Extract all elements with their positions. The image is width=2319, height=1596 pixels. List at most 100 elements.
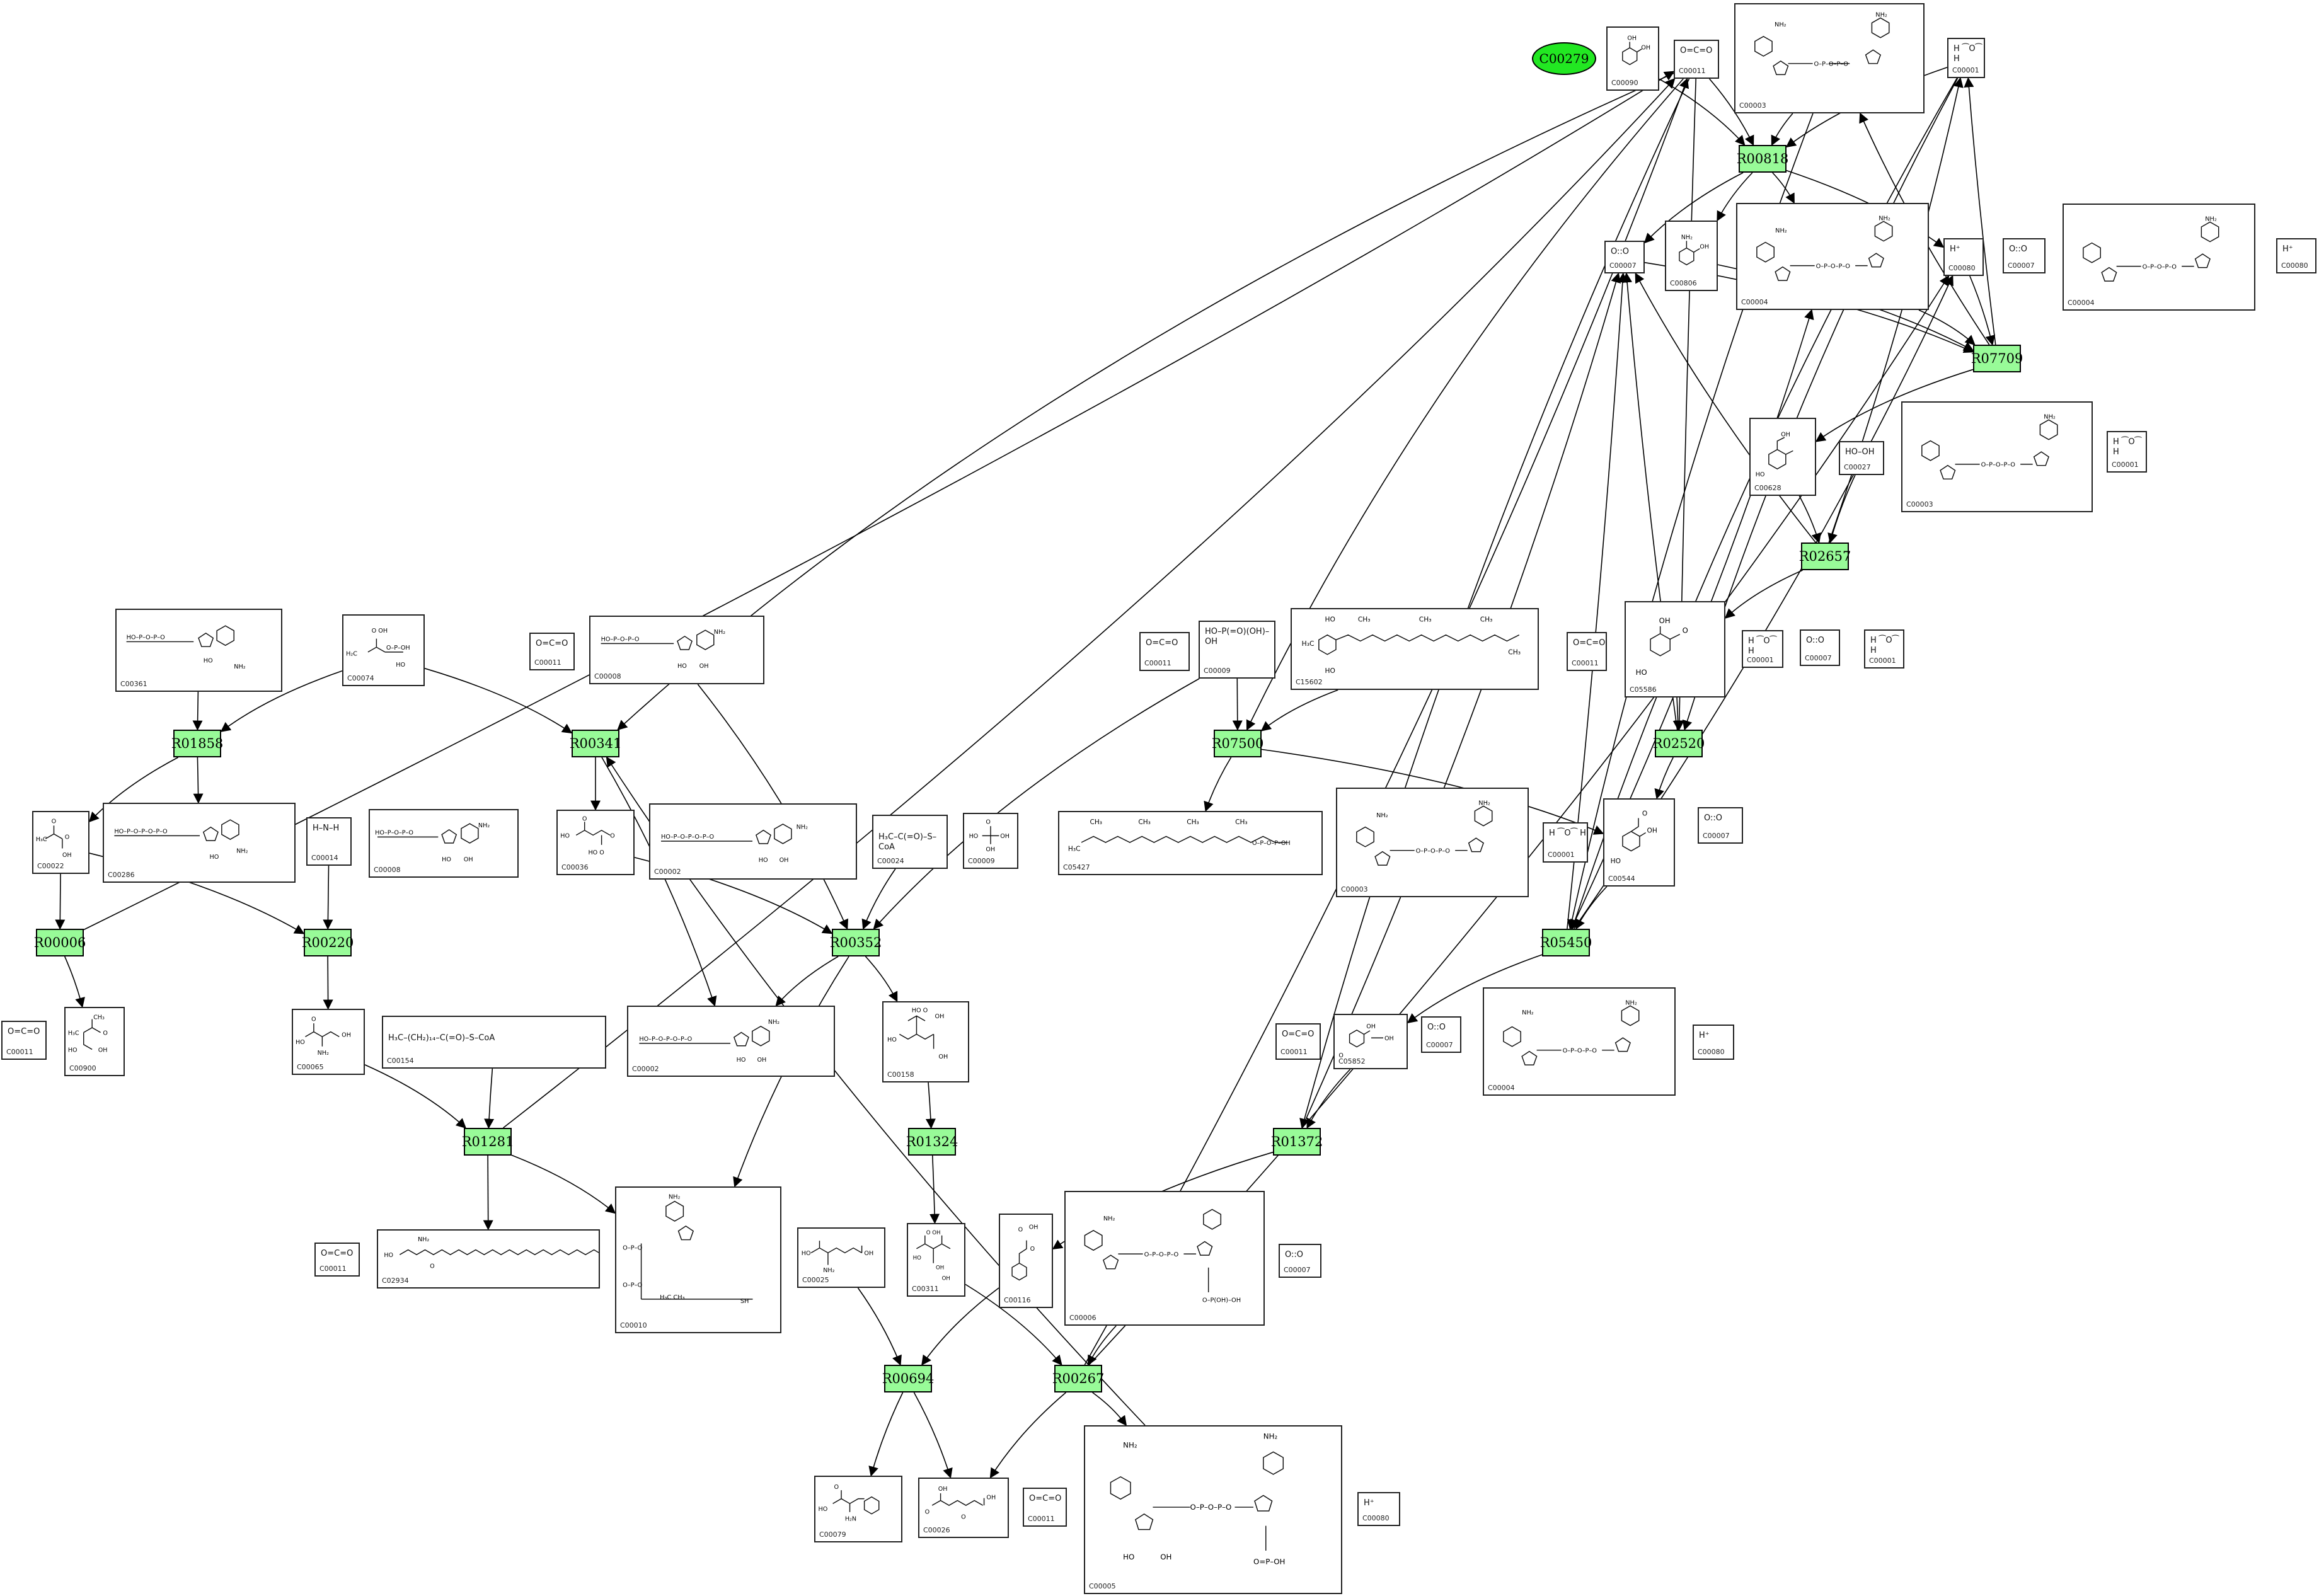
svg-text:O: O <box>986 818 991 825</box>
svg-text:CH₃: CH₃ <box>1480 615 1493 623</box>
compound-c00011-e[interactable]: O=C=O C00011 <box>1023 1488 1067 1527</box>
reaction-label: R01281 <box>461 1134 514 1149</box>
reaction-r00352[interactable]: R00352 <box>830 929 882 956</box>
svg-text:NH₂: NH₂ <box>318 1050 329 1057</box>
target-node[interactable]: C00279 <box>1532 42 1596 75</box>
compound-c00007-b[interactable]: O::O C00007 <box>2003 238 2046 273</box>
reaction-label: R00341 <box>569 736 622 751</box>
compound-c00001-c[interactable]: H ⁀O⁀ H C00001 <box>1742 630 1783 668</box>
svg-text:NH₂: NH₂ <box>714 629 725 636</box>
compound-c00154[interactable]: H₃C–(CH₂)₁₄–C(=O)–S–CoA C00154 <box>382 1016 606 1069</box>
svg-text:O–P–OH: O–P–OH <box>386 645 410 652</box>
compound-c00001[interactable]: H ⁀O⁀ H C00001 <box>1947 38 1985 78</box>
compound-c00011-h[interactable]: O=C=O C00011 <box>529 633 575 670</box>
compound-c00007-e[interactable]: O::O C00007 <box>1421 1016 1461 1053</box>
compound-c00011-g[interactable]: O=C=O C00011 <box>1 1021 47 1060</box>
svg-text:OH: OH <box>938 1486 948 1493</box>
reaction-r00694[interactable]: R00694 <box>882 1365 934 1392</box>
compound-c00080[interactable]: H⁺ C00080 <box>1943 238 1984 276</box>
svg-text:H₃C: H₃C <box>1302 640 1315 648</box>
reaction-r01281[interactable]: R01281 <box>461 1128 514 1156</box>
compound-c00011-f[interactable]: O=C=O C00011 <box>314 1243 360 1277</box>
edge-r02657-c00007 <box>1635 272 1816 543</box>
reaction-r05450[interactable]: R05450 <box>1540 929 1592 956</box>
compound-c00007-c[interactable]: O::O C00007 <box>1800 629 1840 666</box>
edge-c00074-r00341 <box>424 668 573 734</box>
reaction-r00267[interactable]: R00267 <box>1052 1365 1104 1392</box>
reaction-r01324[interactable]: R01324 <box>906 1128 958 1156</box>
compound-c00011-b[interactable]: O=C=O C00011 <box>1567 632 1607 671</box>
reaction-r00341[interactable]: R00341 <box>569 730 622 757</box>
reaction-r07709[interactable]: R07709 <box>1971 345 2023 372</box>
compound-c00007[interactable]: O::O C00007 <box>1604 241 1645 273</box>
compound-c00001-b[interactable]: H ⁀O⁀ H C00001 <box>2107 431 2147 473</box>
compound-c00001-e[interactable]: H ⁀O⁀ H C00001 <box>1543 822 1588 863</box>
reaction-r01858[interactable]: R01858 <box>171 730 223 757</box>
compound-c00080-d[interactable]: H⁺ C00080 <box>1357 1492 1400 1526</box>
edge-r00694-c00026 <box>913 1392 953 1479</box>
compound-c00007-d[interactable]: O::O C00007 <box>1698 807 1743 844</box>
compound-label: C00011 <box>6 1048 33 1056</box>
compound-c00024[interactable]: H₃C–C(=O)–S–CoA C00024 <box>872 815 948 869</box>
edge-c15602-r07500 <box>1260 689 1338 732</box>
reaction-r00220[interactable]: R00220 <box>302 929 354 956</box>
reaction-r01372[interactable]: R01372 <box>1271 1128 1323 1156</box>
compound-c00011-c[interactable]: O=C=O C00011 <box>1139 632 1190 671</box>
compound-label: C00004 <box>1741 298 1768 306</box>
compound-c00014[interactable]: H–N–H C00014 <box>306 817 352 866</box>
compound-label: C00007 <box>1426 1041 1453 1049</box>
reaction-r00818[interactable]: R00818 <box>1737 145 1788 173</box>
reaction-r02657[interactable]: R02657 <box>1799 543 1851 570</box>
compound-c00001-d[interactable]: H ⁀O⁀ H C00001 <box>1864 629 1904 669</box>
compound-c00009[interactable]: HO–P(=O)(OH)–OH C00009 <box>1199 621 1275 679</box>
compound-c00080-b[interactable]: H⁺ C00080 <box>2276 238 2316 273</box>
compound-c00011[interactable]: O=C=O C00011 <box>1674 40 1719 79</box>
reaction-r00006[interactable]: R00006 <box>34 929 86 956</box>
svg-text:HO: HO <box>677 663 687 670</box>
structure-text: O=C=O <box>1680 46 1713 55</box>
compound-c00007-f[interactable]: O::O C00007 <box>1279 1244 1321 1278</box>
reaction-r07500[interactable]: R07500 <box>1212 730 1263 757</box>
compound-c00011-d[interactable]: O=C=O C00011 <box>1275 1023 1321 1060</box>
compound-label: C05586 <box>1630 686 1657 694</box>
compound-c00027[interactable]: HO–OH C00027 <box>1839 441 1884 475</box>
reaction-r02520[interactable]: R02520 <box>1653 730 1705 757</box>
compound-c00080-c[interactable]: H⁺ C00080 <box>1693 1025 1734 1060</box>
